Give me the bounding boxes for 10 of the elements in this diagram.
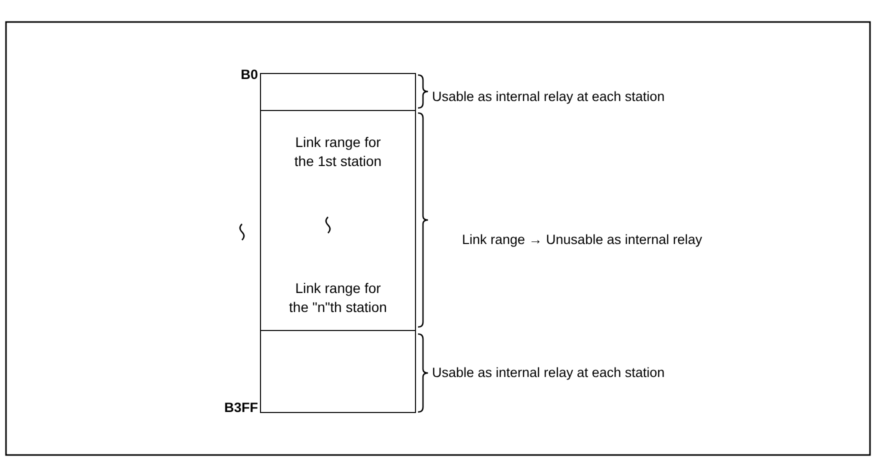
memory-segment (260, 330, 416, 413)
segment-text: Link range for the "n"th station (288, 279, 388, 317)
memory-segment (260, 110, 416, 331)
memory-segment (260, 73, 416, 111)
annotation-text: Usable as internal relay at each station (432, 365, 665, 380)
annotation-text: Link range → Unusable as internal relay (462, 232, 702, 247)
segment-text: Link range for the 1st station (293, 133, 383, 171)
annotation-text: Usable as internal relay at each station (432, 89, 665, 104)
address-label: B0 (240, 67, 258, 82)
address-label: B3FF (224, 400, 258, 415)
